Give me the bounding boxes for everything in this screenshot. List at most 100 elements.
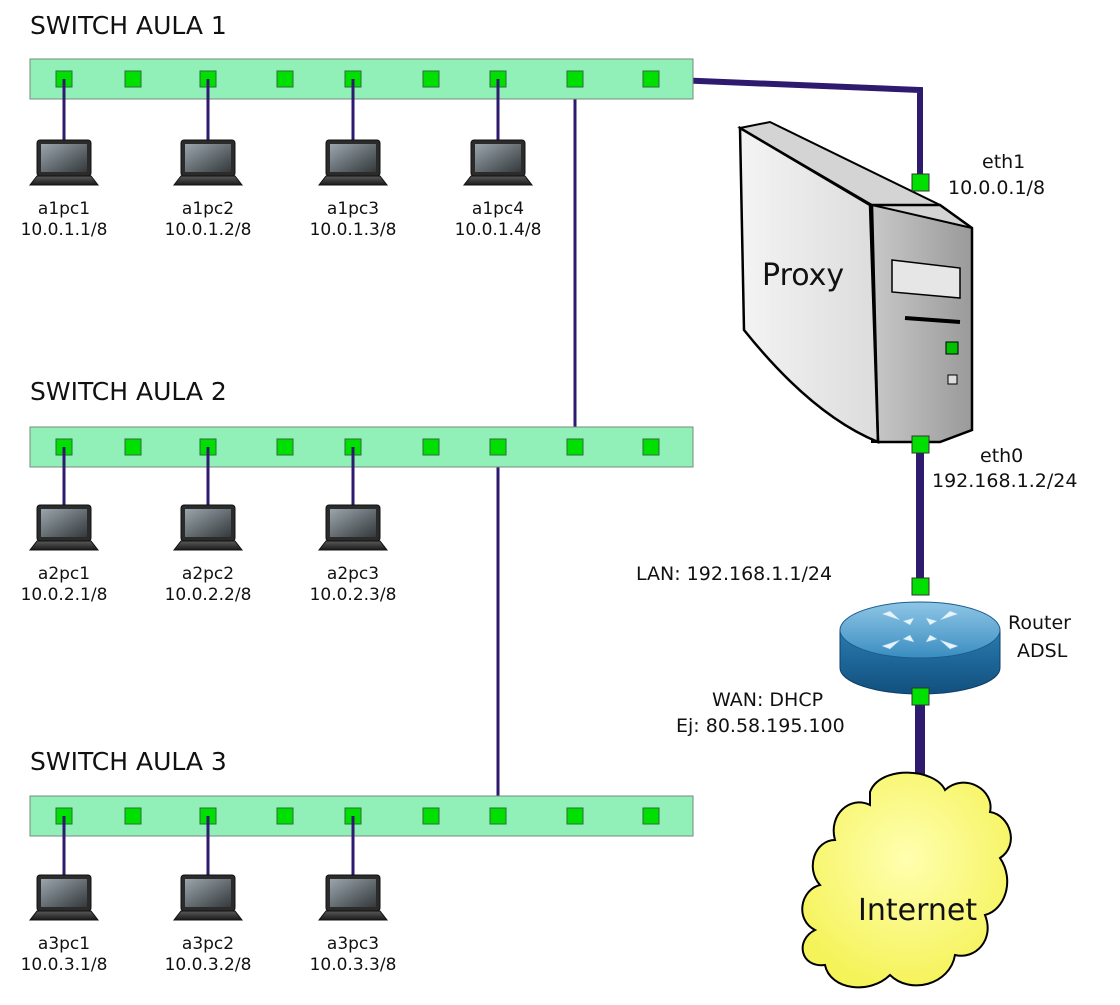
laptop-icon <box>28 175 100 186</box>
switch-port <box>566 70 584 88</box>
pc-ip: 10.0.2.1/8 <box>21 585 108 605</box>
laptop-icon <box>462 175 534 186</box>
laptop-display <box>185 509 231 537</box>
eth1-ip: 10.0.0.1/8 <box>948 177 1045 199</box>
pc-name: a3pc1 <box>38 934 90 954</box>
switch-aula-1: SWITCH AULA 1 <box>29 11 694 100</box>
device-ports <box>911 173 930 706</box>
pc-ip: 10.0.2.3/8 <box>310 585 397 605</box>
switch-port <box>276 438 294 456</box>
laptop-display <box>41 509 87 537</box>
router-adsl: Router ADSL <box>839 601 1071 695</box>
router-lan-label: LAN: 192.168.1.1/24 <box>636 563 832 585</box>
switch-port <box>642 438 660 456</box>
power-led-icon <box>945 341 959 355</box>
pc-name: a1pc3 <box>327 199 379 219</box>
laptop-display <box>330 509 376 537</box>
proxy-eth1-port <box>911 173 930 192</box>
pc-name: a2pc3 <box>327 564 379 584</box>
pc-name: a1pc2 <box>182 199 234 219</box>
pc-name: a3pc3 <box>327 934 379 954</box>
laptop-display <box>475 144 521 172</box>
switch-title: SWITCH AULA 3 <box>30 747 227 776</box>
uplink-cable <box>650 76 923 182</box>
server-front <box>738 125 880 444</box>
eth0-name: eth0 <box>980 445 1023 467</box>
pc-ip: 10.0.3.1/8 <box>21 955 108 975</box>
switch-title: SWITCH AULA 2 <box>30 377 227 406</box>
proxy-eth0-port <box>911 435 930 454</box>
laptop-display <box>185 879 231 907</box>
proxy-label: Proxy <box>762 258 844 293</box>
interface-labels: eth1 10.0.0.1/8 eth0 192.168.1.2/24 LAN:… <box>636 151 1077 737</box>
pc-ip: 10.0.1.2/8 <box>165 220 252 240</box>
pc-name: a2pc2 <box>182 564 234 584</box>
eth1-name: eth1 <box>982 151 1025 173</box>
switch-port <box>276 807 294 825</box>
switch-port <box>566 438 584 456</box>
laptop-display <box>41 144 87 172</box>
switch-port <box>642 807 660 825</box>
switch-port <box>422 70 440 88</box>
laptop-icon <box>28 540 100 551</box>
laptop-display <box>185 144 231 172</box>
pc-name: a1pc1 <box>38 199 90 219</box>
cables <box>496 76 925 816</box>
pc-name: a3pc2 <box>182 934 234 954</box>
switches: SWITCH AULA 1 SWITCH AULA 2 SWITCH AULA … <box>29 11 694 837</box>
switch-port <box>422 438 440 456</box>
switch-port <box>276 70 294 88</box>
switch-aula-3: SWITCH AULA 3 <box>29 747 694 837</box>
pc-ip: 10.0.2.2/8 <box>165 585 252 605</box>
laptop-icon <box>317 540 389 551</box>
pc-ip: 10.0.3.2/8 <box>165 955 252 975</box>
laptop-display <box>330 144 376 172</box>
eth0-ip: 192.168.1.2/24 <box>932 470 1077 492</box>
pc-name: a1pc4 <box>472 199 524 219</box>
drive-bay <box>891 259 961 299</box>
router-wan-label: WAN: DHCP <box>712 689 823 711</box>
internet-cloud: Internet <box>801 771 1012 989</box>
switch-port <box>489 807 507 825</box>
laptop-icon <box>317 175 389 186</box>
pc-ip: 10.0.3.3/8 <box>310 955 397 975</box>
switch-port <box>489 438 507 456</box>
router-wan-example: Ej: 80.58.195.100 <box>676 715 845 737</box>
switch-port <box>642 70 660 88</box>
switch-port <box>124 70 142 88</box>
laptop-icon <box>172 175 244 186</box>
switch-port <box>422 807 440 825</box>
router-label-line1: Router <box>1008 612 1071 634</box>
pc-ip: 10.0.1.4/8 <box>455 220 542 240</box>
laptop-icon <box>172 910 244 921</box>
laptop-icon <box>317 910 389 921</box>
router-label-line2: ADSL <box>1017 640 1068 662</box>
proxy-server: Proxy <box>737 120 974 444</box>
internet-label: Internet <box>858 893 977 928</box>
reset-button-icon <box>947 374 958 385</box>
router-arrows-icon <box>881 610 959 650</box>
pc-ip: 10.0.1.3/8 <box>310 220 397 240</box>
laptops: a1pc110.0.1.1/8a1pc210.0.1.2/8a1pc310.0.… <box>21 79 542 975</box>
switch-title: SWITCH AULA 1 <box>30 11 227 40</box>
switch-aula-2: SWITCH AULA 2 <box>29 377 694 468</box>
slot-line <box>904 316 961 324</box>
laptop-icon <box>172 540 244 551</box>
pc-name: a2pc1 <box>38 564 90 584</box>
pc-ip: 10.0.1.1/8 <box>21 220 108 240</box>
router-wan-port <box>911 687 930 706</box>
laptop-icon <box>28 910 100 921</box>
switch-port <box>124 438 142 456</box>
switch-port <box>124 807 142 825</box>
